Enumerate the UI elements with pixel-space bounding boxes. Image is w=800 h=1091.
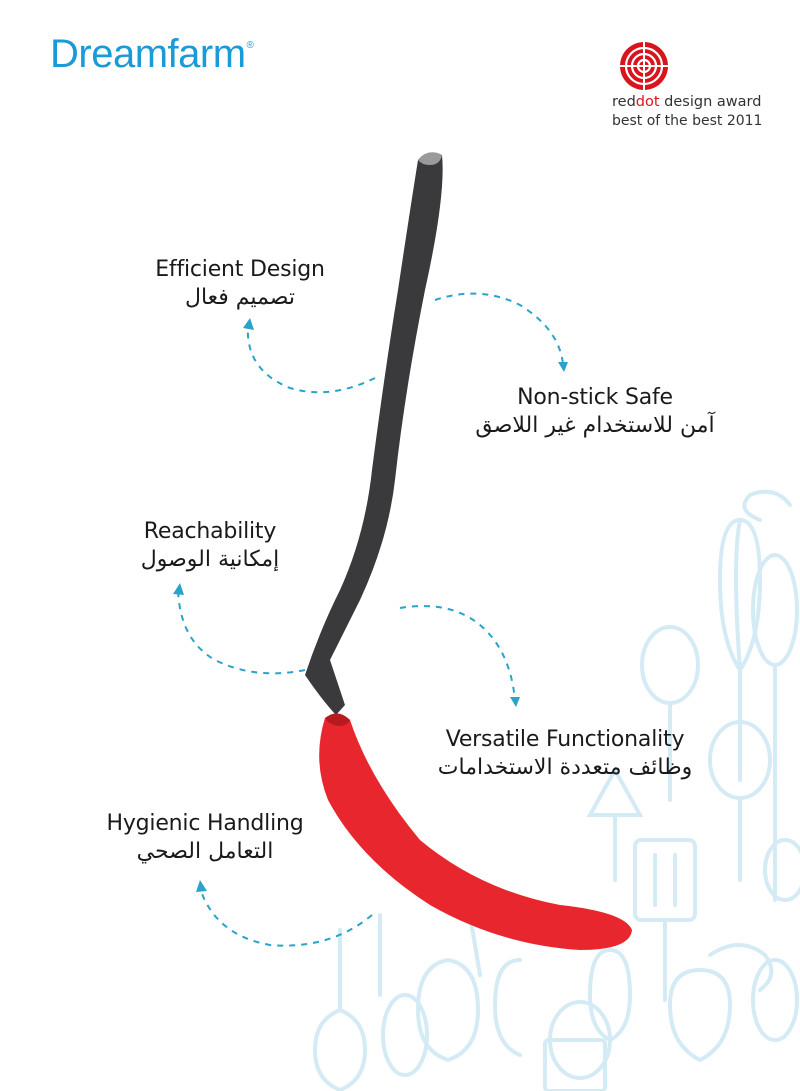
feature-title-en: Versatile Functionality <box>445 727 685 752</box>
award-red-text: red <box>612 94 636 110</box>
feature-non-stick-safe: Non-stick Safe آمن للاستخدام غير اللاصق <box>440 384 750 440</box>
brand-name: Dreamfarm <box>50 32 246 76</box>
feature-title-en: Reachability <box>143 519 277 544</box>
feature-efficient-design: Efficient Design تصميم فعال <box>140 256 340 312</box>
feature-arrows <box>177 292 564 947</box>
feature-title-ar: وظائف متعددة الاستخدامات <box>437 755 693 780</box>
feature-title-ar: إمكانية الوصول <box>140 547 280 572</box>
spatula-handle <box>305 152 443 716</box>
feature-title-en: Hygienic Handling <box>106 811 304 836</box>
feature-title-ar: التعامل الصحي <box>136 839 274 864</box>
feature-versatile-functionality: Versatile Functionality وظائف متعددة الا… <box>400 726 730 782</box>
reddot-logo-icon <box>620 42 668 90</box>
feature-title-ar: آمن للاستخدام غير اللاصق <box>475 413 715 438</box>
dreamfarm-logo: Dreamfarm® <box>50 32 254 77</box>
feature-reachability: Reachability إمكانية الوصول <box>110 518 310 574</box>
award-subtitle: best of the best 2011 <box>612 113 763 129</box>
spatula-head <box>319 713 632 950</box>
registered-mark: ® <box>246 40 254 51</box>
feature-title-en: Non-stick Safe <box>517 385 673 410</box>
award-dot-text: dot <box>635 94 660 110</box>
feature-title-ar: تصميم فعال <box>184 285 295 310</box>
arrow-heads <box>173 318 568 892</box>
feature-hygienic-handling: Hygienic Handling التعامل الصحي <box>80 810 330 866</box>
feature-title-en: Efficient Design <box>155 257 325 282</box>
award-title: reddot design award <box>612 94 761 110</box>
award-design-text: design award <box>659 94 762 110</box>
